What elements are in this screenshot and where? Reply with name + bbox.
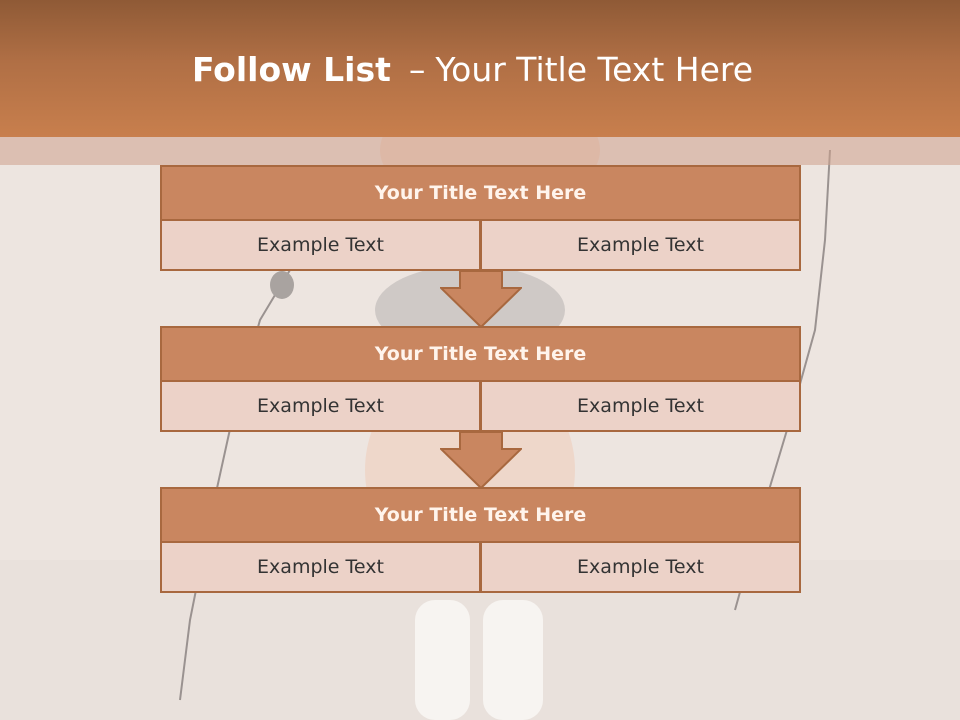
step-row: Example Text Example Text bbox=[160, 382, 801, 432]
step-block: Your Title Text Here Example Text Exampl… bbox=[160, 326, 801, 432]
step-cell-right: Example Text bbox=[481, 382, 801, 432]
step-block: Your Title Text Here Example Text Exampl… bbox=[160, 165, 801, 271]
step-cell-right: Example Text bbox=[481, 543, 801, 593]
step-block: Your Title Text Here Example Text Exampl… bbox=[160, 487, 801, 593]
title-separator: – bbox=[408, 50, 426, 89]
step-cell-right: Example Text bbox=[481, 221, 801, 271]
step-title: Your Title Text Here bbox=[160, 165, 801, 221]
step-cell-left: Example Text bbox=[160, 382, 481, 432]
title-rest: Your Title Text Here bbox=[435, 50, 754, 89]
step-title: Your Title Text Here bbox=[160, 326, 801, 382]
step-cell-left: Example Text bbox=[160, 221, 481, 271]
down-arrow-icon bbox=[440, 432, 522, 489]
down-arrow-icon bbox=[440, 271, 522, 328]
step-title: Your Title Text Here bbox=[160, 487, 801, 543]
title-bold: Follow List bbox=[191, 50, 391, 89]
step-row: Example Text Example Text bbox=[160, 221, 801, 271]
step-cell-left: Example Text bbox=[160, 543, 481, 593]
page-title: Follow List–Your Title Text Here bbox=[0, 50, 945, 89]
title-bar bbox=[0, 0, 960, 137]
header-band bbox=[0, 137, 960, 165]
step-row: Example Text Example Text bbox=[160, 543, 801, 593]
